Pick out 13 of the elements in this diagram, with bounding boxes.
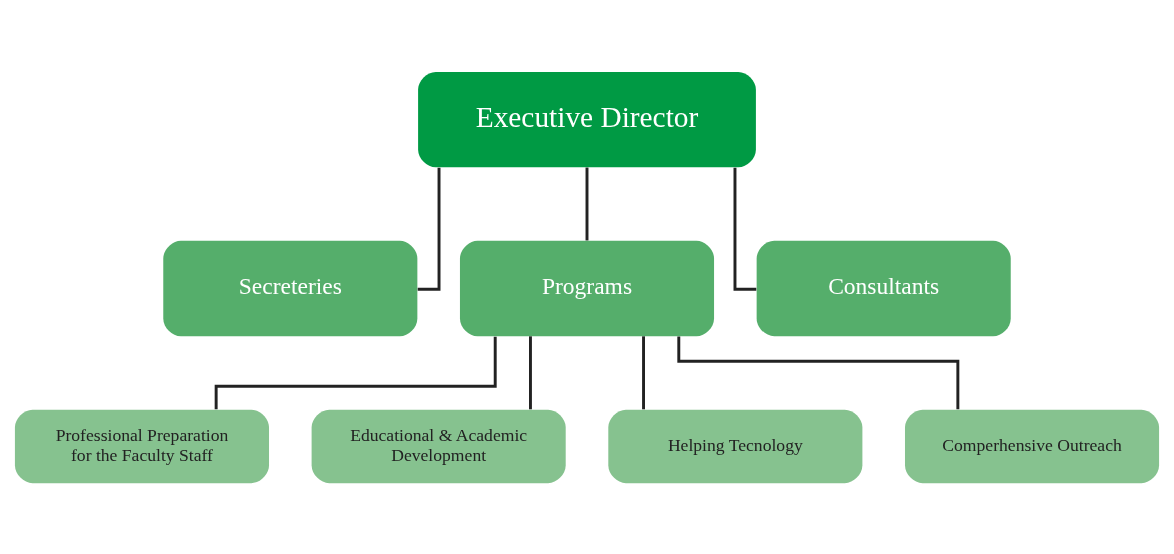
node-box: Programs [459, 240, 715, 336]
node-box: Comperhensive Outreach [905, 409, 1160, 483]
node-box: Helping Tecnology [608, 409, 863, 483]
node-box: Professional Preparation for the Faculty Staff [14, 409, 269, 483]
connector [642, 335, 645, 409]
node-box: Secreteries [163, 240, 418, 336]
connector [529, 335, 532, 409]
node-box: Educational & Academic Development [311, 409, 566, 483]
node-box: Consultants [756, 240, 1011, 336]
node-box: Executive Director [418, 71, 756, 167]
connector [214, 336, 497, 409]
connector [585, 167, 589, 240]
connector [677, 336, 960, 409]
